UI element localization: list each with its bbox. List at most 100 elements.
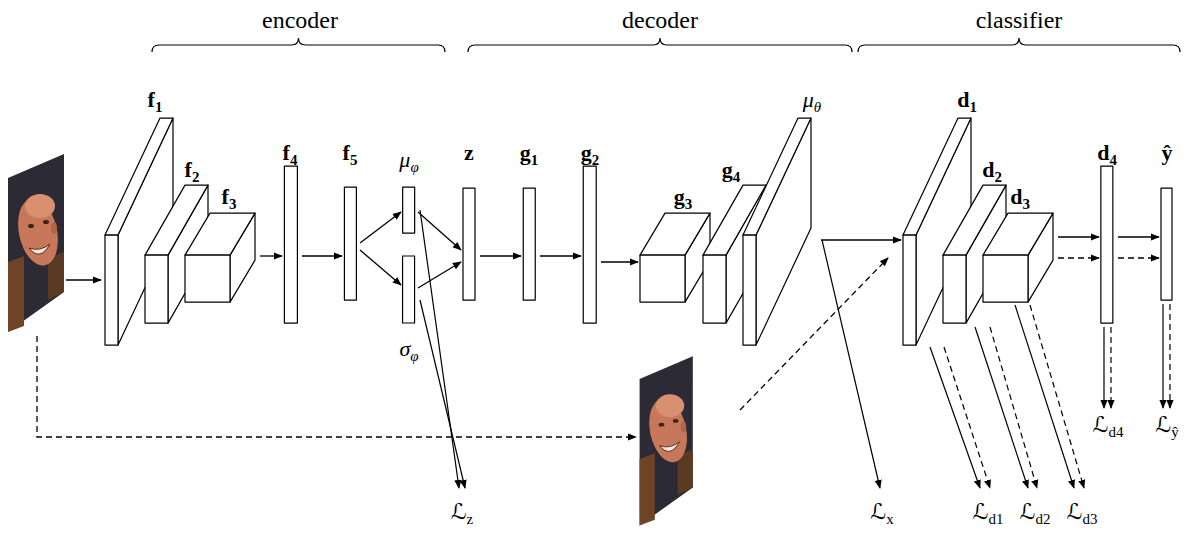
layer-label-box: f5 — [343, 141, 358, 165]
layer-anchor — [344, 187, 356, 300]
block-front — [523, 188, 535, 300]
layer-block: μφ — [397, 146, 420, 235]
layer-block: z — [461, 139, 477, 302]
layer-block: μθ — [741, 86, 823, 347]
block-front — [903, 235, 916, 345]
flow-arrow — [360, 250, 401, 285]
layer-block: f4 — [281, 139, 300, 325]
block-front — [344, 187, 356, 300]
flow-arrow — [821, 239, 901, 240]
layer-block: f3 — [183, 183, 257, 304]
layer-label: g2 — [581, 140, 599, 165]
block-front — [403, 256, 415, 323]
loss-leader — [822, 240, 880, 488]
layer-label-box: f2 — [185, 158, 200, 182]
loss-label: ℒd4 — [1093, 412, 1124, 437]
loss-leader — [1030, 305, 1084, 488]
layer-label: f4 — [283, 140, 298, 165]
layer-anchor — [403, 187, 415, 233]
section-brace — [858, 38, 1180, 52]
layer-anchor — [1161, 188, 1172, 300]
layer-anchor — [403, 256, 415, 323]
block-front — [1101, 166, 1113, 323]
layer-anchor — [523, 188, 535, 300]
block-front — [983, 255, 1028, 302]
layer-label-box: f4 — [283, 141, 298, 165]
layer-label: ŷ — [1162, 140, 1173, 165]
loss-label: ℒx — [870, 499, 893, 524]
block-front — [403, 187, 415, 233]
layer-anchor — [185, 255, 255, 302]
layer-block: ŷ — [1159, 139, 1175, 302]
loss-label-box: ℒz — [451, 500, 474, 524]
layer-label: f2 — [185, 157, 200, 182]
block-front — [284, 166, 297, 323]
layer-block: f5 — [341, 139, 360, 302]
layer-label-box: d4 — [1097, 141, 1117, 165]
loss-label: ℒd1 — [973, 499, 1004, 524]
layer-label-box: σφ — [399, 337, 418, 361]
loss-leader — [975, 327, 1028, 488]
layer-anchor — [640, 255, 710, 302]
layer-label-box: g3 — [674, 185, 692, 209]
loss-leader — [1103, 327, 1104, 408]
loss-label: ℒd3 — [1067, 499, 1098, 524]
layer-block: σφ — [397, 254, 420, 363]
section-label: decoder — [622, 7, 698, 33]
input-image — [8, 154, 64, 332]
block-top — [105, 118, 173, 235]
layer-anchor — [463, 188, 475, 300]
input-arrow — [66, 279, 101, 280]
block-front — [583, 166, 596, 323]
block-front — [185, 255, 230, 302]
section-label-box: encoder — [262, 7, 338, 33]
block-front — [943, 255, 966, 323]
layer-label-box: μθ — [803, 88, 821, 112]
layer-label-box: d1 — [957, 88, 977, 112]
loss-leader — [1162, 304, 1163, 408]
flow-arrow — [1118, 257, 1159, 258]
section-label: encoder — [262, 7, 338, 33]
layer-label: g1 — [520, 140, 538, 165]
layer-label-box: d3 — [1010, 185, 1030, 209]
block-front — [1161, 188, 1172, 300]
layer-label: z — [464, 140, 474, 165]
flow-arrow — [1058, 236, 1099, 237]
layer-block: g2 — [579, 139, 601, 325]
layer-label-box: d2 — [982, 158, 1002, 182]
block-top — [983, 213, 1053, 255]
loss-label-box: ℒd2 — [1020, 500, 1051, 524]
block-front — [743, 235, 756, 345]
layer-label: μφ — [399, 147, 418, 172]
flow-arrow — [1058, 257, 1099, 258]
block-front — [703, 255, 726, 323]
section-brace — [152, 38, 445, 52]
layer-label-box: g2 — [581, 141, 599, 165]
block-front — [105, 235, 118, 345]
section-label-box: classifier — [976, 7, 1063, 33]
section-brace — [468, 38, 852, 52]
layer-label: g4 — [722, 157, 740, 182]
layer-label: d2 — [982, 157, 1002, 182]
layer-label-box: f3 — [222, 185, 237, 209]
flow-arrow — [540, 255, 581, 256]
layer-label-box: g4 — [722, 158, 740, 182]
layer-anchor — [284, 166, 297, 323]
layer-label: d3 — [1010, 184, 1030, 209]
target-image — [640, 356, 693, 525]
loss-label: ℒz — [451, 499, 474, 524]
layer-label-box: μφ — [399, 148, 418, 172]
flow-arrow — [601, 261, 638, 262]
flow-arrow — [360, 212, 401, 243]
layer-label: f5 — [343, 140, 358, 165]
layer-label: d1 — [957, 87, 977, 112]
loss-label-box: ℒd1 — [973, 500, 1004, 524]
layer-block: g1 — [518, 139, 540, 302]
layer-label: σφ — [399, 336, 418, 361]
loss-label-box: ℒŷ — [1155, 413, 1178, 437]
loss-label-box: ℒx — [870, 500, 893, 524]
loss-leader — [1015, 305, 1074, 488]
block-top — [640, 213, 710, 255]
layer-label: g3 — [674, 184, 692, 209]
layer-label-box: f1 — [148, 88, 163, 112]
